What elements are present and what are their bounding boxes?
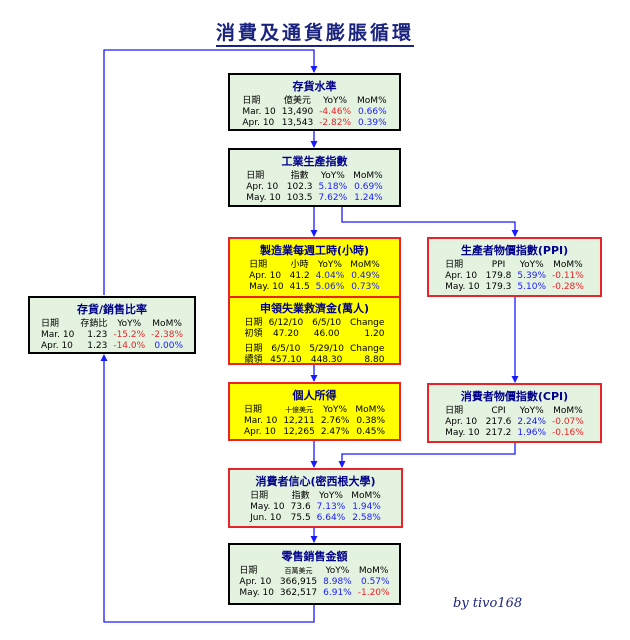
table-row: May. 10 179.3 5.10% -0.28%: [445, 282, 584, 292]
data-table: 日期 小時 YoY% MoM% Apr. 10 41.2 4.04% 0.49%…: [246, 260, 383, 293]
table-row: May. 10 362,517 6.91% -1.20%: [239, 588, 390, 598]
box-title-jobless-claims: 申領失業救濟金(萬人): [259, 302, 370, 315]
table-row: May. 10 41.5 5.06% 0.73%: [249, 282, 380, 292]
box-title: 消費者物價指數(CPI): [460, 390, 569, 403]
box-inventory-level: 存貨水準 日期 億美元 YoY% MoM% Mar. 10 13,490 -4.…: [228, 73, 401, 131]
table-row: Apr. 10 41.2 4.04% 0.49%: [249, 271, 380, 281]
table-row: Apr. 10 217.6 2.24% -0.07%: [445, 417, 584, 427]
header-date: 日期: [242, 96, 261, 106]
author-signature: by tivo168: [453, 596, 523, 611]
table-row: Apr. 10 1.23 -14.0% 0.00%: [40, 341, 184, 351]
box-title: 製造業每週工時(小時): [259, 244, 370, 257]
table-row: Apr. 10 366,915 8.98% 0.57%: [239, 577, 390, 587]
box-cpi: 消費者物價指數(CPI) 日期 CPI YoY% MoM% Apr. 10 21…: [427, 383, 602, 443]
page-title: 消費及通貨膨脹循環: [0, 18, 630, 47]
data-table: 日期 億美元 YoY% MoM% Mar. 10 13,490 -4.46% 0…: [239, 96, 389, 129]
table-row: Mar. 10 12,211 2.76% 0.38%: [243, 416, 385, 426]
table-row: Jun. 10 75.5 6.64% 2.58%: [250, 513, 381, 523]
table-row: Mar. 10 1.23 -15.2% -2.38%: [40, 330, 184, 340]
arrow-retail-invsales: [100, 354, 315, 623]
data-table: 日期 CPI YoY% MoM% Apr. 10 217.6 2.24% -0.…: [442, 406, 587, 439]
table-row: Apr. 10 12,265 2.47% 0.45%: [243, 427, 385, 437]
table-row: 初領 47.20 46.00 1.20: [244, 329, 385, 339]
header-mom: MoM%: [357, 96, 387, 106]
table-row: 續領 457.10 448.30 8.80: [244, 355, 385, 365]
box-title: 工業生產指數: [281, 155, 348, 168]
arrow-invsales-inventory: [103, 49, 318, 295]
box-title: 個人所得: [292, 389, 337, 402]
header-value: 億美元: [283, 96, 311, 106]
box-title: 消費者信心(密西根大學): [255, 475, 376, 488]
table-row: Mar. 10 13,490 -4.46% 0.66%: [242, 107, 387, 117]
data-table: 日期 十億美元 YoY% MoM% Mar. 10 12,211 2.76% 0…: [241, 405, 388, 438]
box-manufacturing-hours: 製造業每週工時(小時) 日期 小時 YoY% MoM% Apr. 10 41.2…: [228, 237, 401, 365]
table-row: May. 10 217.2 1.96% -0.16%: [445, 428, 584, 438]
data-table: 日期 PPI YoY% MoM% Apr. 10 179.8 5.39% -0.…: [442, 260, 587, 293]
table-row: Apr. 10 179.8 5.39% -0.11%: [445, 271, 584, 281]
table-row: May. 10 103.5 7.62% 1.24%: [246, 193, 383, 203]
data-table: 日期 指數 YoY% MoM% Apr. 10 102.3 5.18% 0.69…: [243, 171, 385, 204]
box-retail-sales: 零售銷售金額 日期 百萬美元 YoY% MoM% Apr. 10 366,915…: [228, 543, 401, 605]
box-title: 存貨水準: [292, 80, 337, 93]
data-table: 日期 百萬美元 YoY% MoM% Apr. 10 366,915 8.98% …: [236, 566, 392, 599]
claims-table: 日期 6/12/10 6/5/10 Change 初領 47.20 46.00 …: [242, 318, 388, 366]
header-yoy: YoY%: [323, 96, 348, 106]
box-title: 存貨/銷售比率: [76, 303, 148, 316]
box-ppi: 生產者物價指數(PPI) 日期 PPI YoY% MoM% Apr. 10 17…: [427, 237, 602, 297]
arrow-industrial-ppi: [341, 206, 519, 237]
box-consumer-sentiment: 消費者信心(密西根大學) 日期 指數 YoY% MoM% May. 10 73.…: [228, 468, 403, 528]
data-table: 日期 指數 YoY% MoM% May. 10 73.6 7.13% 1.94%…: [247, 491, 384, 524]
data-table: 日期 存銷比 YoY% MoM% Mar. 10 1.23 -15.2% -2.…: [38, 319, 186, 352]
box-title: 生產者物價指數(PPI): [460, 244, 569, 257]
table-row: Apr. 10 13,543 -2.82% 0.39%: [242, 118, 387, 128]
box-industrial-production: 工業生產指數 日期 指數 YoY% MoM% Apr. 10 102.3 5.1…: [228, 148, 401, 207]
box-title: 零售銷售金額: [281, 550, 348, 563]
section-divider: [230, 296, 399, 298]
box-personal-income: 個人所得 日期 十億美元 YoY% MoM% Mar. 10 12,211 2.…: [228, 382, 401, 441]
box-inventory-sales-ratio: 存貨/銷售比率 日期 存銷比 YoY% MoM% Mar. 10 1.23 -1…: [28, 296, 196, 354]
arrow-cpi-sentiment: [338, 442, 516, 468]
table-row: May. 10 73.6 7.13% 1.94%: [250, 502, 381, 512]
table-row: Apr. 10 102.3 5.18% 0.69%: [246, 182, 383, 192]
